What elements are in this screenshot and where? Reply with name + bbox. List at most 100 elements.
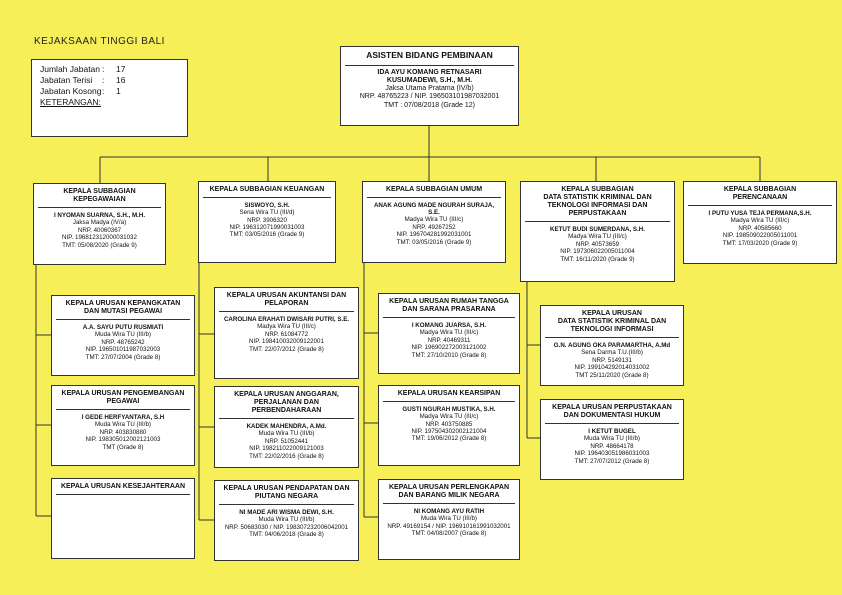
official-nip: NIP. 197504302002121004: [411, 428, 487, 436]
official-nip: NIP. 196312071990031003: [229, 224, 305, 232]
box-title: KEPALA URUSAN KEARSIPAN: [383, 386, 515, 403]
box-title-line: KEPALA URUSAN PENGEMBANGAN: [61, 390, 185, 397]
box-body: I NYOMAN SUARNA, S.H., M.H.Jaksa Madya (…: [34, 212, 165, 249]
urusan-box: KEPALA URUSAN KESEJAHTERAAN: [51, 478, 195, 559]
asisten-pembinaan-box: ASISTEN BIDANG PEMBINAAN IDA AYU KOMANG …: [340, 46, 519, 126]
official-nrp: NRP. 61084772: [264, 330, 309, 338]
official-name: KUSUMADEWI, S.H., M.H.: [386, 76, 473, 84]
official-name: NI KOMANG AYU RATIH: [413, 508, 485, 516]
official-nrp: NRP. 5149131: [592, 356, 632, 364]
official-nrp: NRP. 40060367: [77, 226, 122, 234]
official-nip: NIP. 198410032009122001: [249, 338, 324, 346]
official-rank: Madya Wira TU (III/c): [568, 233, 627, 241]
summary-label: Jabatan Kosong: [40, 86, 102, 96]
official-tmt: TMT: 03/05/2016 (Grade 9): [396, 238, 472, 246]
official-rank: Madya Wira TU (III/c): [419, 329, 479, 337]
box-title-line: KEPALA URUSAN PERPUSTAKAAN: [552, 404, 672, 411]
official-tmt: TMT: 03/05/2016 (Grade 9): [229, 231, 305, 239]
official-nrp-nip: NRP. 48765223 / NIP. 196503101987032001: [359, 93, 500, 101]
box-body: I PUTU YUSA TEJA PERMANA,S.H.Madya Wira …: [684, 210, 836, 247]
box-body: KADEK MAHENDRA, A.Md.Muda Wira TU (III/b…: [215, 423, 358, 460]
box-title-line: TEKNOLOGI INFORMASI: [570, 326, 654, 334]
summary-sep: :: [102, 86, 105, 96]
official-rank: Madya Wira TU (III/c): [257, 323, 316, 331]
official-tmt: TMT: 16/11/2020 (Grade 9): [560, 255, 635, 263]
official-rank: Muda Wira TU (III/b): [421, 515, 477, 523]
box-title-line: PERENCANAAN: [732, 194, 788, 202]
box-title: KEPALA URUSAN ANGGARAN,PERJALANAN DAN PE…: [219, 387, 354, 420]
official-name: KADEK MAHENDRA, A.Md.: [246, 423, 327, 431]
box-body: I KOMANG JUARSA, S.H.Madya Wira TU (III/…: [379, 322, 519, 359]
official-name: KETUT BUDI SUMERDANA, S.H.: [550, 226, 645, 234]
box-title-line: KEPALA SUBBAGIAN KEUANGAN: [209, 186, 325, 193]
box-title-line: KEPALA URUSAN PERLENGKAPAN: [388, 484, 510, 491]
box-title-line: KEPALA SUBBAGIAN UMUM: [385, 186, 483, 193]
box-title-line: PELAPORAN: [264, 300, 309, 308]
official-tmt: TMT: 04/06/2018 (Grade 8): [249, 531, 324, 539]
box-title: ASISTEN BIDANG PEMBINAAN: [345, 47, 514, 66]
box-body: NI MADE ARI WISMA DEWI, S.H.Muda Wira TU…: [215, 509, 358, 538]
box-title-line: KEPALA URUSAN ANGGARAN,: [234, 391, 339, 398]
summary-label: Jumlah Jabatan: [40, 64, 101, 74]
official-name: SISWOYO, S.H.: [244, 202, 290, 210]
box-title-line: KEPALA SUBBAGIAN: [63, 188, 136, 195]
box-title-line: DAN BARANG MILIK NEGARA: [398, 492, 500, 500]
official-name: I PUTU YUSA TEJA PERMANA,S.H.: [708, 210, 812, 218]
official-nrp: NRP. 48765242: [101, 338, 145, 346]
official-nrp: NRP. 49267252: [412, 223, 456, 231]
box-body: ANAK AGUNG MADE NGURAH SURAJA,S.E.Madya …: [363, 202, 505, 246]
box-title: KEPALA SUBBAGIAN UMUM: [367, 182, 501, 199]
official-rank: Jaksa Madya (IV/a): [72, 219, 127, 227]
summary-sep: :: [102, 75, 105, 85]
official-nip: NIP. 199104292014031002: [574, 364, 650, 372]
official-rank: Madya Wira TU (III/c): [730, 217, 790, 225]
summary-row: Jabatan Kosong : 1: [40, 86, 179, 97]
official-rank: Madya Wira TU (III/c): [404, 216, 464, 224]
official-nip: NIP. 198211022009121003: [249, 445, 324, 453]
organization-title: KEJAKSAAN TINGGI BALI: [34, 36, 165, 47]
official-nip: NIP. 198509022005011001: [722, 232, 798, 240]
official-nrp: NRP. 3906320: [247, 216, 287, 224]
box-title-line: DAN SARANA PRASARANA: [402, 306, 496, 314]
box-title-line: KEPALA URUSAN KESEJAHTERAAN: [60, 483, 186, 490]
box-title-line: PIUTANG NEGARA: [254, 493, 319, 501]
official-nrp: NRP. 48664178: [590, 442, 634, 450]
box-title-line: KEPALA URUSAN PENDAPATAN DAN: [223, 485, 350, 492]
official-nrp: NRP. 40469311: [427, 336, 471, 344]
official-nrp: NRP. 40573659: [575, 240, 620, 248]
box-title-line: KEPALA URUSAN KEARSIPAN: [397, 390, 501, 397]
official-tmt: TMT: 05/08/2020 (Grade 9): [62, 241, 137, 249]
box-title-line: TEKNOLOGI INFORMASI DAN: [547, 202, 648, 210]
box-title-line: PERPUSTAKAAN: [568, 210, 627, 218]
official-nrp: NRP. 40585660: [738, 224, 782, 232]
official-nip: NIP. 196812312000031032: [62, 234, 137, 242]
summary-value: 17: [116, 64, 126, 74]
official-rank: Muda Wira TU (III/b): [95, 421, 151, 429]
summary-value: 1: [116, 86, 121, 96]
box-title-line: DAN DOKUMENTASI HUKUM: [563, 412, 661, 420]
official-nip: NIP. 196704281992031001: [396, 231, 472, 239]
summary-sep: :: [102, 64, 105, 74]
official-name: IDA AYU KOMANG RETNASARI: [377, 68, 482, 76]
box-title-line: KEPALA SUBBAGIAN: [723, 186, 797, 193]
official-nip: NIP. 196902272003121002: [411, 344, 487, 352]
box-title-line: KEPALA URUSAN RUMAH TANGGA: [389, 298, 509, 305]
official-tmt: TMT : 07/08/2018 (Grade 12): [384, 101, 475, 109]
official-nrp: NRP. 50683030 / NIP. 198307232006042001: [224, 523, 349, 531]
